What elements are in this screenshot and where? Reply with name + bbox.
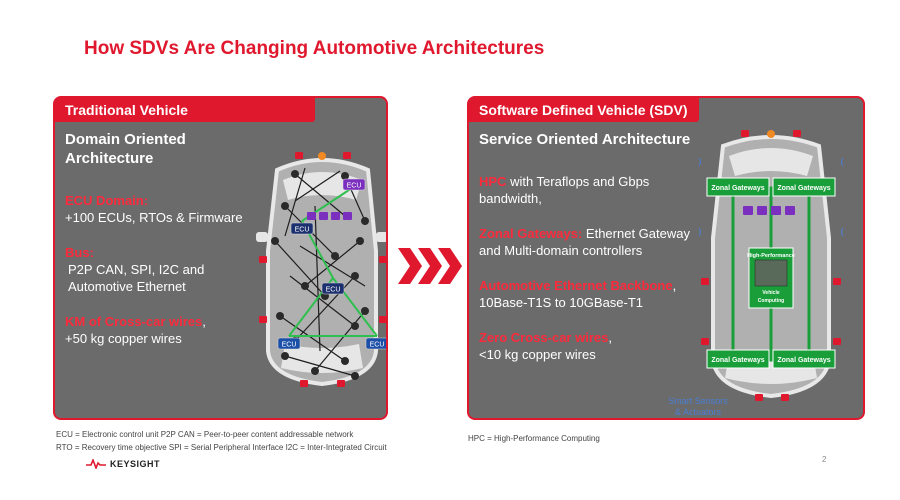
left-footnotes: ECU = Electronic control unit P2P CAN = … <box>56 428 387 454</box>
orange-sensor <box>318 152 326 160</box>
domain-icons <box>743 206 795 215</box>
cross-car-wires-label: KM of Cross-car wires <box>65 314 203 329</box>
svg-text:Vehicle: Vehicle <box>762 290 779 296</box>
zonal-gateway-bottom-left: Zonal Gateways <box>706 349 770 369</box>
traditional-vehicle-panel: Traditional Vehicle Domain Oriented Arch… <box>53 96 388 420</box>
svg-text:ECU: ECU <box>326 287 341 294</box>
car-left-mirror <box>256 232 268 242</box>
ecu-tag-center: ECU <box>321 282 345 295</box>
hpc-block: HPC with Teraflops and Gbps bandwidth, <box>479 173 699 207</box>
footnote-hpc: HPC = High-Performance Computing <box>468 434 600 443</box>
backbone-label: Automotive Ethernet Backbone <box>479 278 673 293</box>
zonal-label: Zonal Gateways: <box>479 226 583 241</box>
svg-text:Computing: Computing <box>758 298 784 304</box>
ecu-tag-top: ECU <box>342 178 366 191</box>
ecu-tag-left: ECU <box>290 222 314 235</box>
footnote-ecu: ECU = Electronic control unit P2P CAN = … <box>56 430 354 439</box>
backbone-text: 10Base-T1S to 10GBase-T1 <box>479 295 644 310</box>
bus-label: Bus: <box>65 245 94 260</box>
sensor-markers <box>701 130 841 401</box>
traditional-vehicle-tab: Traditional Vehicle <box>55 98 315 122</box>
car-right-mirror <box>376 232 386 242</box>
zero-wires-block: Zero Cross-car wires, <10 kg copper wire… <box>479 329 699 363</box>
car-windshield <box>283 172 362 200</box>
svg-text:Zonal Gateways: Zonal Gateways <box>711 357 764 364</box>
ecu-domain-text: +100 ECUs, RTOs & Firmware <box>65 210 243 225</box>
svg-text:ECU: ECU <box>295 227 310 234</box>
car-rear-window <box>281 344 363 373</box>
slide-title: How SDVs Are Changing Automotive Archite… <box>84 38 545 59</box>
sensor-markers <box>259 152 386 387</box>
cross-car-wires-block: KM of Cross-car wires, +50 kg copper wir… <box>65 313 250 347</box>
wiring-harness <box>274 167 366 377</box>
traditional-vehicle-text: Domain Oriented Architecture ECU Domain:… <box>65 130 250 365</box>
transition-arrows-icon <box>398 248 462 284</box>
svg-text:ECU: ECU <box>282 342 297 349</box>
svg-text:Zonal Gateways: Zonal Gateways <box>777 185 830 192</box>
ecu-tag-bottom-left: ECU <box>277 337 301 350</box>
sdv-panel: Software Defined Vehicle (SDV) Service O… <box>467 96 865 420</box>
svg-text:ECU: ECU <box>347 183 362 190</box>
zonal-gateway-top-left: Zonal Gateways <box>706 177 770 197</box>
zero-wires-text: <10 kg copper wires <box>479 347 596 362</box>
keysight-logo: KEYSIGHT <box>86 459 160 469</box>
zonal-gateway-bottom-right: Zonal Gateways <box>772 349 836 369</box>
svg-text:High-Performance: High-Performance <box>747 253 795 259</box>
bus-block: Bus: P2P CAN, SPI, I2C and Automotive Et… <box>65 244 250 295</box>
orange-sensor <box>767 130 775 138</box>
backbone-punct: , <box>672 278 677 293</box>
backbone-block: Automotive Ethernet Backbone, 10Base-T1S… <box>479 277 699 311</box>
sdv-car-diagram: High-Performance Vehicle Computing Zonal… <box>698 130 844 401</box>
zonal-block: Zonal Gateways: Ethernet Gateway and Mul… <box>479 225 699 259</box>
page-number: 2 <box>822 455 827 464</box>
ecu-domain-label: ECU Domain: <box>65 193 149 208</box>
traditional-car-diagram: ECU ECU ECU ECU ECU <box>256 152 386 387</box>
sdv-text: Service Oriented Architecture HPC with T… <box>479 130 699 381</box>
keysight-wave-icon <box>86 459 106 469</box>
hpc-label: HPC <box>479 174 507 189</box>
car-windshield <box>729 148 813 176</box>
zonal-gateway-top-right: Zonal Gateways <box>772 177 836 197</box>
keysight-logo-text: KEYSIGHT <box>110 459 161 469</box>
svg-text:Zonal Gateways: Zonal Gateways <box>711 185 764 192</box>
bus-text: P2P CAN, SPI, I2C and Automotive Etherne… <box>68 262 205 294</box>
domain-architecture-heading: Domain Oriented Architecture <box>65 131 186 167</box>
svg-text:Zonal Gateways: Zonal Gateways <box>777 357 830 364</box>
ecu-tag-bottom-right: ECU <box>365 337 386 350</box>
hpc-box: High-Performance Vehicle Computing <box>747 247 795 309</box>
cross-car-wires-punct: , <box>202 314 206 329</box>
smart-sensors-label: Smart Sensors & Actuators <box>668 396 728 417</box>
wireless-icons <box>698 157 844 237</box>
ecu-domain-block: ECU Domain: +100 ECUs, RTOs & Firmware <box>65 192 250 226</box>
hpc-text: with Teraflops and Gbps bandwidth, <box>479 174 650 206</box>
footnote-rto: RTO = Recovery time objective SPI = Seri… <box>56 443 387 452</box>
zero-wires-punct: , <box>608 330 612 345</box>
svg-text:ECU: ECU <box>370 342 385 349</box>
right-footnotes: HPC = High-Performance Computing <box>468 432 600 445</box>
zonal-text: Ethernet Gateway and Multi-domain contro… <box>479 226 690 258</box>
service-architecture-heading: Service Oriented Architecture <box>479 131 691 148</box>
sdv-tab: Software Defined Vehicle (SDV) <box>469 98 699 122</box>
zero-wires-label: Zero Cross-car wires <box>479 330 609 345</box>
cross-car-wires-text: +50 kg copper wires <box>65 331 182 346</box>
domain-icons <box>307 212 352 220</box>
